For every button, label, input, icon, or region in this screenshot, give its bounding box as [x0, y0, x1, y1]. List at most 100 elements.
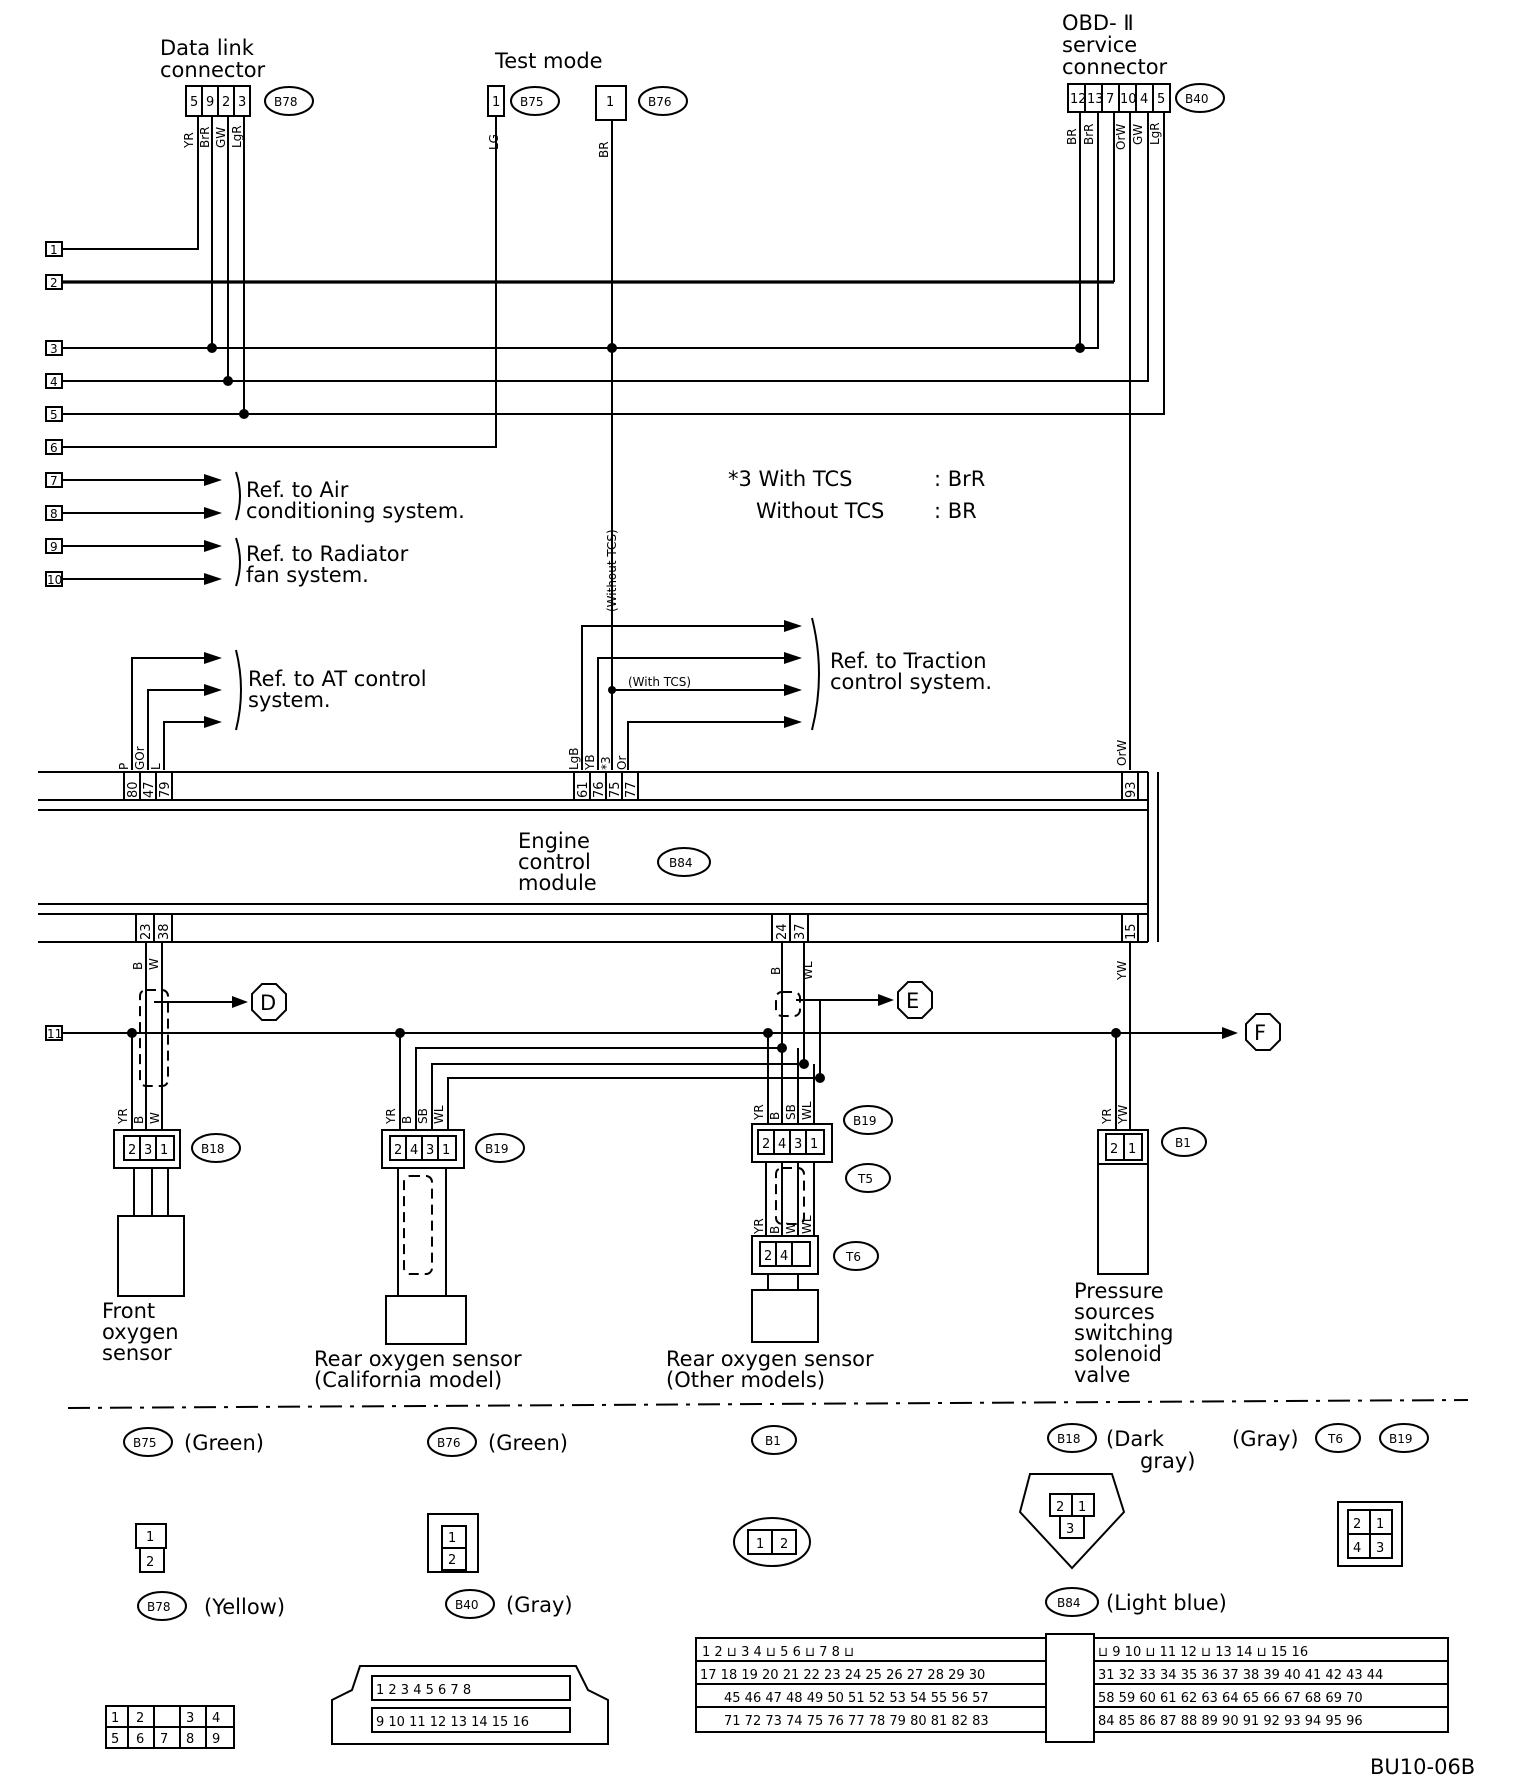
pin: 4: [410, 1143, 418, 1158]
pin: 17 18 19 20 21 22 23 24 25 26 27 28 29 3…: [700, 1668, 985, 1683]
pin: 5: [190, 95, 198, 110]
bottom-wiring: D E F: [62, 942, 1281, 1130]
terminal-1: 1: [50, 243, 58, 257]
terminal-10: 10: [47, 573, 62, 587]
pin: 4: [1353, 1541, 1361, 1556]
wire-color: B: [768, 1226, 782, 1234]
pin: 2: [146, 1555, 154, 1570]
wire-color: LgB: [567, 747, 581, 770]
test-mode-title: Test mode: [494, 49, 603, 73]
legend-color: (Green): [184, 1431, 264, 1455]
wire-color: LG: [487, 134, 501, 150]
connector-legend: B75 (Green) 1 2 B76 (Green) 1 2 B1 1 2 B…: [105, 1423, 1449, 1749]
rear-o2-ca-label: Rear oxygen sensor: [314, 1347, 522, 1371]
connector-id: T6: [845, 1250, 861, 1264]
pin: 10: [1120, 92, 1137, 107]
pin: 80: [126, 781, 141, 798]
ref-traction-control-2: control system.: [830, 670, 992, 694]
wire-color: YR: [752, 1104, 766, 1121]
front-o2-label-3: sensor: [102, 1341, 172, 1365]
pin: 9: [206, 95, 214, 110]
wire-color: YR: [182, 132, 196, 149]
wire-color: SB: [416, 1108, 430, 1124]
terminal-11: 11: [47, 1027, 62, 1041]
engine-control-module: 80 47 79 P GOr L 61 76 75 77 LgB YB *3 O…: [38, 740, 1159, 981]
wire-color: YR: [384, 1108, 398, 1125]
pin: 23: [139, 923, 154, 940]
wire-color: BrR: [1082, 123, 1096, 145]
ecm-title-3: module: [518, 871, 597, 895]
wire-color: YR: [752, 1218, 766, 1235]
pin: 58 59 60 61 62 63 64 65 66 67 68 69 70: [1098, 1691, 1363, 1706]
pin: 93: [1124, 781, 1139, 798]
legend-id: B1: [765, 1434, 781, 1448]
test-mode-connectors: Test mode 1 B75 1 B76 LG BR: [487, 49, 688, 158]
offpage-connector-d: D: [260, 991, 276, 1015]
pin: ⊔ 9 10 ⊔ 11 12 ⊔ 13 14 ⊔ 15 16: [1098, 1645, 1308, 1660]
wire-color: SB: [784, 1104, 798, 1120]
legend-id: B84: [1057, 1596, 1081, 1610]
pin: 1: [756, 1537, 764, 1552]
pin: 1 2 ⊔ 3 4 ⊔ 5 6 ⊔ 7 8 ⊔: [702, 1645, 854, 1660]
pin: 1: [442, 1143, 450, 1158]
ecm-id: B84: [669, 856, 693, 870]
connector-id: B18: [201, 1142, 225, 1156]
legend-color: (Gray): [1232, 1427, 1299, 1451]
pin: 8: [186, 1732, 194, 1747]
wire-color: Or: [615, 756, 629, 770]
pin: 77: [624, 781, 639, 798]
ref-radiator-fan-2: fan system.: [246, 563, 369, 587]
terminal-2: 2: [50, 276, 58, 290]
pin: 1: [146, 1530, 154, 1545]
wire-color: *3: [599, 756, 613, 770]
at-control-wiring: Ref. to AT control system.: [131, 649, 427, 770]
pin: 1: [810, 1137, 818, 1152]
pin: 3: [1376, 1541, 1384, 1556]
pin: 2: [448, 1553, 456, 1568]
wire-color: BR: [597, 141, 611, 158]
wire-color: LgR: [230, 125, 244, 148]
terminal-9: 9: [50, 540, 58, 554]
tcs-note: *3 With TCS : BrR Without TCS : BR (With…: [605, 467, 985, 612]
pin: 9: [212, 1732, 220, 1747]
pin: 4: [780, 1249, 788, 1264]
pin: 2: [394, 1143, 402, 1158]
connector-id: B76: [648, 95, 672, 109]
ref-arrows: Ref. to Air conditioning system. Ref. to…: [62, 471, 465, 587]
pin: 1: [606, 95, 614, 110]
connector-id: B40: [1185, 92, 1209, 106]
obd-title-2: service: [1062, 33, 1137, 57]
wire-color: B: [768, 1112, 782, 1120]
pin: 4: [1140, 92, 1148, 107]
pin: 1: [160, 1143, 168, 1158]
legend-id: B76: [437, 1436, 461, 1450]
wire-color: WL: [800, 1215, 814, 1234]
pin: 61: [576, 781, 591, 798]
pin: 12: [1070, 92, 1087, 107]
wire-color: B: [132, 1116, 146, 1124]
obd-title: OBD- Ⅱ: [1062, 11, 1134, 35]
pin: 1: [1128, 1142, 1136, 1157]
pin: 79: [158, 781, 173, 798]
data-link-connector: Data link connector 5 9 2 3 B78 YR BrR G…: [160, 36, 314, 149]
terminal-5: 5: [50, 408, 58, 422]
pin: 5: [111, 1732, 119, 1747]
pin: 3: [794, 1137, 802, 1152]
pin: 9 10 11 12 13 14 15 16: [376, 1715, 529, 1730]
top-wiring: [62, 112, 1165, 770]
pin: 3: [144, 1143, 152, 1158]
legend-id: B75: [133, 1436, 157, 1450]
pin: 13: [1087, 92, 1104, 107]
connector-id: B1: [1175, 1136, 1191, 1150]
terminal-4: 4: [50, 375, 58, 389]
pin: 2: [128, 1143, 136, 1158]
pssv-label: Pressure: [1074, 1279, 1164, 1303]
pin: 31 32 33 34 35 36 37 38 39 40 41 42 43 4…: [1098, 1668, 1383, 1683]
wire-color: YR: [116, 1108, 130, 1125]
wire-color: GW: [214, 127, 228, 148]
rear-o2-ca-label-2: (California model): [314, 1368, 502, 1392]
note-with-tcs: *3 With TCS: [728, 467, 852, 491]
pin: 4: [778, 1137, 786, 1152]
pin: 2: [136, 1711, 144, 1726]
pin: 71 72 73 74 75 76 77 78 79 80 81 82 83: [724, 1714, 989, 1729]
